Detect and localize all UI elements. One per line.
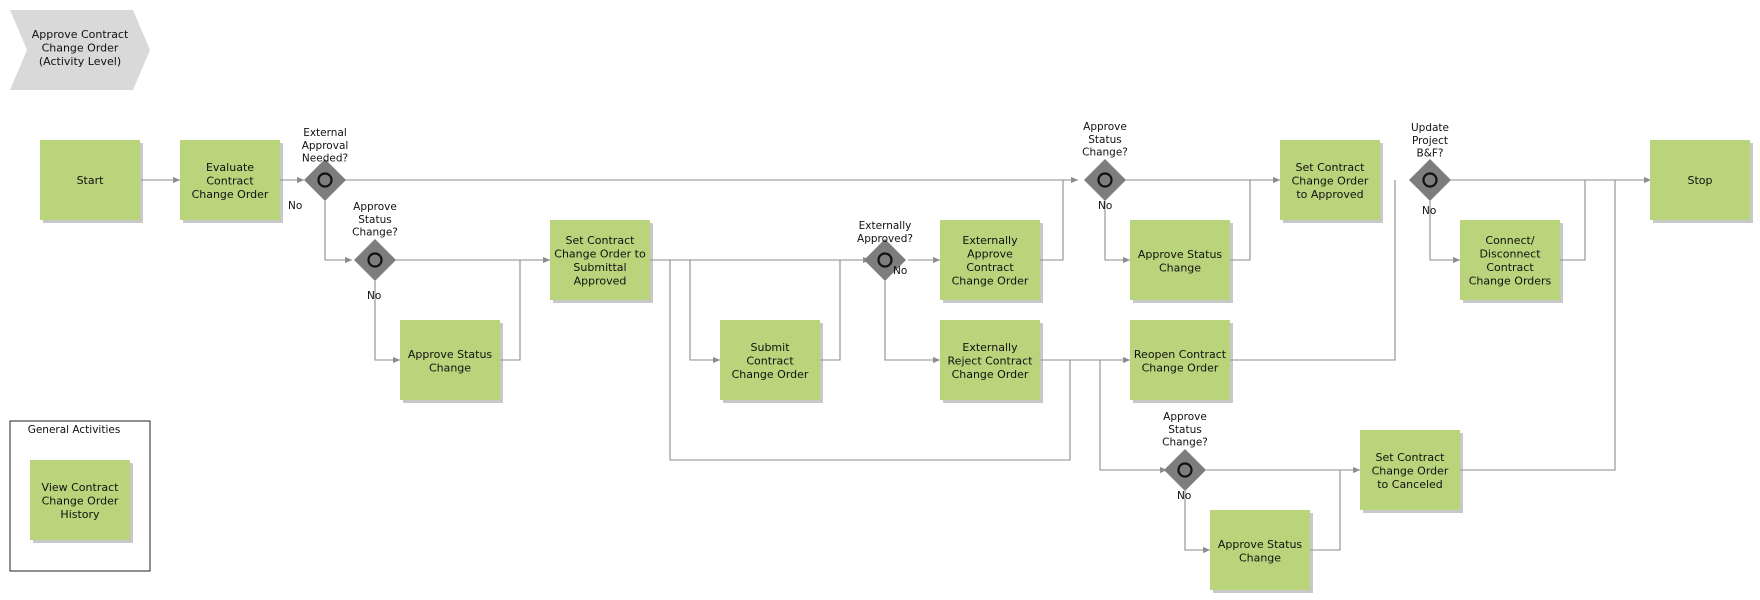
no-label: No bbox=[1098, 200, 1112, 212]
no-label: No bbox=[288, 200, 302, 212]
activity-start-label: Start bbox=[77, 174, 105, 187]
activity-stop[interactable]: Stop bbox=[1650, 140, 1753, 223]
general-activities-title: General Activities bbox=[28, 424, 121, 436]
no-labels: No No No No No No bbox=[288, 200, 1436, 502]
activity-start[interactable]: Start bbox=[40, 140, 143, 223]
connectors bbox=[141, 176, 1651, 554]
no-label: No bbox=[893, 265, 907, 277]
no-label: No bbox=[367, 290, 381, 302]
no-label: No bbox=[1177, 490, 1191, 502]
no-label: No bbox=[1422, 205, 1436, 217]
activity-stop-label: Stop bbox=[1687, 174, 1712, 187]
